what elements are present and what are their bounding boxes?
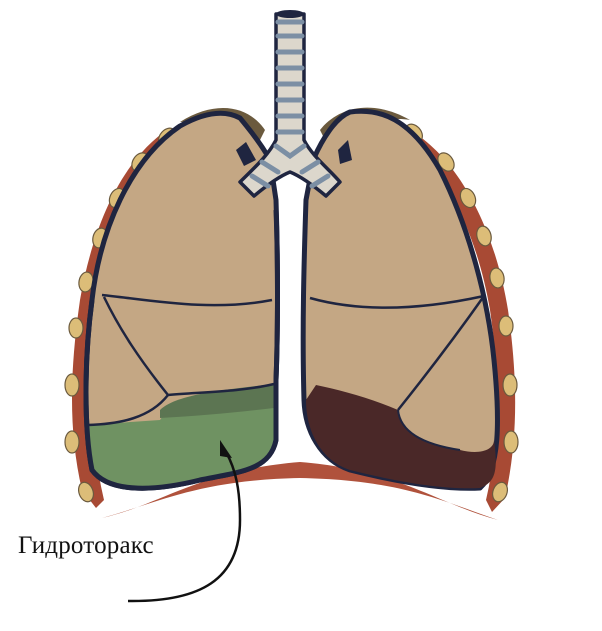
right-lung	[300, 107, 500, 491]
trachea	[238, 10, 342, 198]
diaphragm	[102, 462, 498, 520]
pointer-arrow	[127, 440, 242, 603]
left-lung	[83, 108, 280, 491]
hydrothorax-label: Гидроторакс	[18, 532, 154, 559]
